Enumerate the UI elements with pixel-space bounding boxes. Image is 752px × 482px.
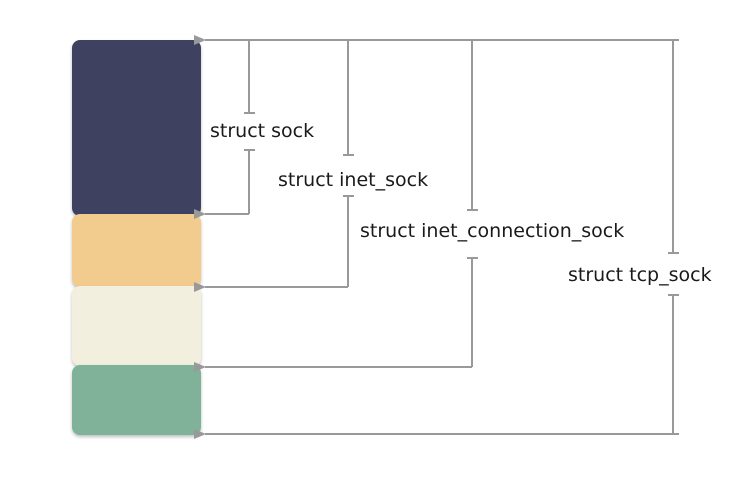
sock-block (72, 40, 201, 216)
inet-sock-block (72, 214, 201, 287)
inet-connection-sock-block (72, 286, 201, 366)
label-struct-inet-connection-sock: struct inet_connection_sock (360, 220, 625, 242)
label-struct-tcp-sock: struct tcp_sock (568, 264, 712, 286)
tcp-sock-block (72, 365, 201, 435)
label-struct-inet-sock: struct inet_sock (278, 169, 429, 191)
label-struct-sock: struct sock (210, 120, 315, 142)
